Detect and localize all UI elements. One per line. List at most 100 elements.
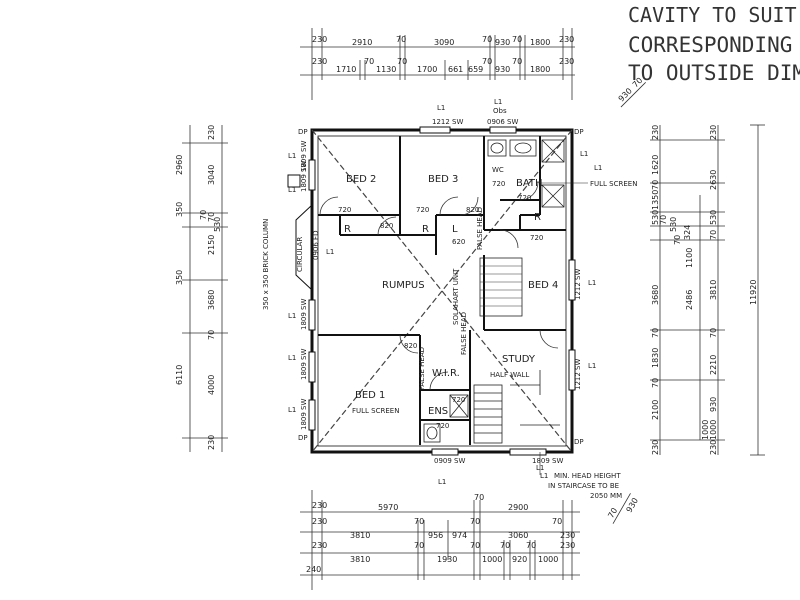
svg-text:2486: 2486 [685,290,694,310]
svg-text:70: 70 [512,57,522,66]
svg-text:3090: 3090 [434,38,454,47]
svg-text:70: 70 [606,506,619,519]
svg-text:720: 720 [338,206,351,214]
svg-text:70: 70 [397,57,407,66]
svg-text:L1: L1 [594,164,602,172]
room-study-label: STUDY [502,354,536,365]
svg-text:930: 930 [495,38,510,47]
svg-text:2150: 2150 [207,235,216,255]
svg-text:1350: 1350 [651,190,660,210]
room-wir-label: W.I.R. [432,368,460,379]
svg-text:1809 SW: 1809 SW [300,399,308,430]
svg-text:70: 70 [474,493,484,502]
svg-text:1000: 1000 [709,420,718,440]
svg-text:2910: 2910 [352,38,372,47]
svg-text:530: 530 [669,217,678,232]
svg-text:70: 70 [673,235,682,245]
svg-text:1620: 1620 [651,155,660,175]
door-swings [319,181,559,391]
svg-text:820: 820 [404,342,417,350]
svg-text:1809 SW: 1809 SW [300,161,308,192]
svg-text:70: 70 [470,517,480,526]
svg-text:70: 70 [651,378,660,388]
svg-text:L1: L1 [588,362,596,370]
top-dimension-lines [300,28,575,100]
room-bed4-label: BED 4 [528,280,558,291]
svg-text:2630: 2630 [709,170,718,190]
svg-text:70: 70 [500,541,510,550]
svg-text:1212 SW: 1212 SW [574,269,582,300]
room-labels: BED 2 BED 3 BED 4 BED 1 RUMPUS STUDY W.I… [262,166,637,417]
right-dimensions-col3: 230 2630 530 70 3810 70 2210 930 1000 23… [709,125,718,455]
svg-text:2210: 2210 [709,355,718,375]
solahart-label: SOLAHART UNIT [452,268,460,325]
svg-text:230: 230 [560,541,575,550]
svg-text:1130: 1130 [376,65,396,74]
room-wc-label: WC [492,166,504,174]
svg-text:3810: 3810 [350,531,370,540]
svg-text:L1: L1 [438,478,446,486]
bottom-dimension-lines [300,490,580,590]
diagonal-reference-lines [311,129,573,453]
svg-text:L1: L1 [326,248,334,256]
circular-window-bay [287,174,313,291]
svg-text:6110: 6110 [175,365,184,385]
svg-text:1710: 1710 [336,65,356,74]
window-labels: L1 L1 Obs 1212 SW 0906 SW DP DP L1 L1 18… [288,98,602,486]
full-screen-label-bath: FULL SCREEN [590,180,637,188]
svg-text:L1: L1 [494,98,502,106]
half-wall-label: HALF WALL [490,371,529,379]
svg-text:3040: 3040 [207,165,216,185]
svg-text:620: 620 [452,238,465,246]
svg-text:324: 324 [683,225,692,240]
ens-shower-icon [541,184,565,208]
svg-text:350: 350 [175,270,184,285]
toilet-icon [487,139,507,157]
robe-bed3-label: R [422,224,429,235]
note-corresponding: CORRESPONDING [628,33,792,57]
svg-text:1809 SW: 1809 SW [300,141,308,172]
false-head-label-3: FALSE HEAD [418,347,426,390]
left-dimensions-inner: 230 2960 3040 70 70 530 2150 3680 70 400… [175,125,222,450]
svg-text:DP: DP [574,438,584,446]
svg-text:1000: 1000 [538,555,558,564]
svg-text:1212 SW: 1212 SW [432,118,463,126]
room-bed3-label: BED 3 [428,174,458,185]
svg-text:1212 SW: 1212 SW [574,359,582,390]
svg-text:L1: L1 [540,472,548,480]
bottom-dimensions-row1: 230 5970 70 2900 [312,493,528,512]
svg-text:820: 820 [380,222,393,230]
svg-text:70: 70 [651,328,660,338]
svg-text:L1: L1 [288,152,296,160]
svg-text:530: 530 [709,210,718,225]
svg-text:230: 230 [312,517,327,526]
svg-text:230: 230 [709,125,718,140]
full-screen-label-ens: FULL SCREEN [352,407,399,415]
svg-text:L1: L1 [580,150,588,158]
svg-text:2100: 2100 [651,400,660,420]
svg-text:230: 230 [651,440,660,455]
svg-text:230: 230 [709,440,718,455]
svg-text:4000: 4000 [207,375,216,395]
svg-text:70: 70 [482,35,492,44]
internal-walls [318,136,566,445]
svg-text:70: 70 [659,215,668,225]
door-labels: 720 820 720 820 620 720 720 720 820 720 … [338,180,543,430]
svg-text:2960: 2960 [175,155,184,175]
left-dimension-lines [182,125,228,452]
svg-text:Obs: Obs [493,107,507,115]
overall-height-dim: 11920 [749,280,758,305]
svg-text:530: 530 [213,217,222,232]
top-dimensions-row2: 230 1710 70 1130 70 1700 661 659 70 930 … [312,57,574,74]
svg-text:720: 720 [436,422,449,430]
svg-text:70: 70 [414,541,424,550]
svg-text:L1: L1 [288,312,296,320]
svg-text:720: 720 [530,234,543,242]
svg-text:70: 70 [482,57,492,66]
solahart-unit-box [479,257,523,317]
svg-text:820: 820 [466,206,479,214]
svg-text:720: 720 [518,194,531,202]
svg-text:1930: 1930 [437,555,457,564]
svg-text:70: 70 [526,541,536,550]
